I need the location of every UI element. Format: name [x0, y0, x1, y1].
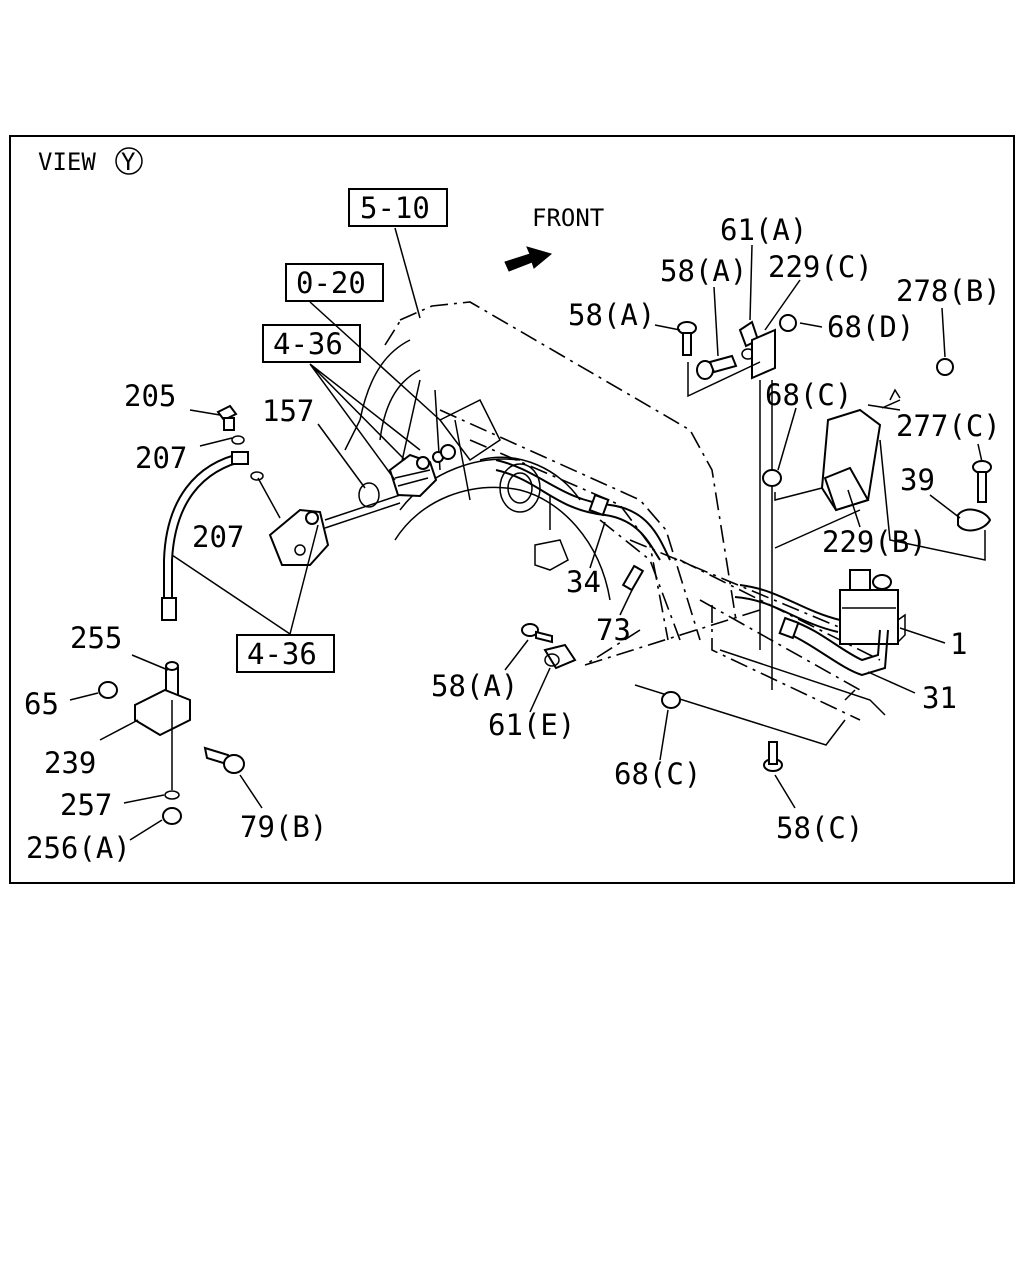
leader-group-top [687, 361, 761, 398]
part-79b-bolt[interactable] [203, 746, 245, 774]
bell-housing [344, 339, 611, 601]
callout-58c[interactable]: 58(C) [776, 811, 863, 845]
part-65-washer[interactable] [98, 681, 118, 699]
callout-157[interactable]: 157 [262, 394, 314, 428]
part-58a-bolt-top[interactable] [696, 354, 738, 380]
part-61e-clamp[interactable] [543, 643, 577, 670]
part-205-bolt[interactable] [216, 404, 238, 431]
front-label: FRONT [532, 204, 604, 232]
part-207-washer-bottom[interactable] [250, 471, 264, 481]
clutch-pipe [161, 451, 249, 621]
hose-34[interactable] [495, 459, 671, 561]
view-marker: Y [121, 148, 136, 176]
callout-207-bottom[interactable]: 207 [192, 520, 244, 554]
leader-68c-group [774, 487, 823, 501]
callout-58a-top[interactable]: 58(A) [660, 254, 747, 288]
callout-239[interactable]: 239 [44, 746, 96, 780]
front-arrow-icon [504, 246, 553, 272]
engine-housing-outline [384, 301, 886, 746]
callout-61e[interactable]: 61(E) [488, 708, 575, 742]
part-255-bolt[interactable] [165, 661, 179, 699]
view-label: VIEW [38, 148, 96, 176]
part-58a-bolt-top-left[interactable] [677, 321, 697, 356]
svg-text:4-36: 4-36 [273, 327, 343, 361]
part-277c-bolt[interactable] [972, 460, 992, 503]
part-58c-bolt[interactable] [763, 741, 783, 772]
callout-68d[interactable]: 68(D) [827, 310, 914, 344]
ref-box-0-20[interactable]: 0-20 [285, 263, 384, 302]
ref-box-4-36-top[interactable]: 4-36 [262, 324, 361, 363]
callout-278b[interactable]: 278(B) [896, 274, 1001, 308]
callout-58a-mid[interactable]: 58(A) [431, 669, 518, 703]
part-68c-nut-top[interactable] [762, 469, 782, 487]
part-157-o-ring[interactable] [358, 482, 380, 508]
ref-box-4-36-bottom[interactable]: 4-36 [236, 634, 335, 673]
callout-61a[interactable]: 61(A) [720, 213, 807, 247]
part-239-bracket[interactable] [134, 688, 191, 737]
part-73[interactable] [621, 564, 645, 592]
callout-65[interactable]: 65 [24, 687, 59, 721]
callout-31[interactable]: 31 [922, 681, 957, 715]
part-39-grommet[interactable] [957, 508, 992, 532]
part-257-washer[interactable] [164, 790, 180, 800]
part-68c-nut-bottom[interactable] [661, 691, 681, 709]
callout-39[interactable]: 39 [900, 463, 935, 497]
part-229b-bracket[interactable] [820, 408, 882, 512]
callout-257[interactable]: 257 [60, 788, 112, 822]
callout-229c[interactable]: 229(C) [768, 250, 873, 284]
leader-229b-lower [774, 509, 861, 549]
svg-text:0-20: 0-20 [296, 266, 366, 300]
leader-group-right [879, 439, 986, 561]
part-256a-nut[interactable] [162, 807, 182, 825]
part-207-washer-top[interactable] [231, 435, 245, 445]
callout-229b[interactable]: 229(B) [822, 525, 927, 559]
fitting-278b [881, 388, 901, 409]
view-marker-circle [115, 147, 143, 175]
bracket-center-lines [759, 380, 773, 690]
part-1-reservoir[interactable] [839, 569, 906, 645]
slave-cylinder-part[interactable] [268, 494, 401, 566]
callout-277c[interactable]: 277(C) [896, 409, 1001, 443]
callout-256a[interactable]: 256(A) [26, 831, 131, 865]
callout-73[interactable]: 73 [596, 613, 631, 647]
callout-68c-bottom[interactable]: 68(C) [614, 757, 701, 791]
callout-1[interactable]: 1 [950, 627, 967, 661]
part-68d-nut[interactable] [779, 314, 797, 332]
master-cylinder-part[interactable] [388, 444, 456, 498]
callout-58a-left[interactable]: 58(A) [568, 298, 655, 332]
svg-text:4-36: 4-36 [247, 637, 317, 671]
svg-text:5-10: 5-10 [360, 191, 430, 225]
diagram-frame [9, 135, 1015, 884]
part-31-pipe[interactable] [734, 584, 889, 677]
callout-255[interactable]: 255 [70, 621, 122, 655]
ref-box-5-10[interactable]: 5-10 [348, 188, 448, 227]
callout-205[interactable]: 205 [124, 379, 176, 413]
callout-68c-top[interactable]: 68(C) [765, 378, 852, 412]
leader-lines [69, 227, 983, 841]
part-278b-nut[interactable] [936, 358, 954, 376]
callout-34[interactable]: 34 [566, 565, 601, 599]
callout-79b[interactable]: 79(B) [240, 810, 327, 844]
part-58a-bolt-mid[interactable] [521, 623, 553, 644]
callout-207-top[interactable]: 207 [135, 441, 187, 475]
